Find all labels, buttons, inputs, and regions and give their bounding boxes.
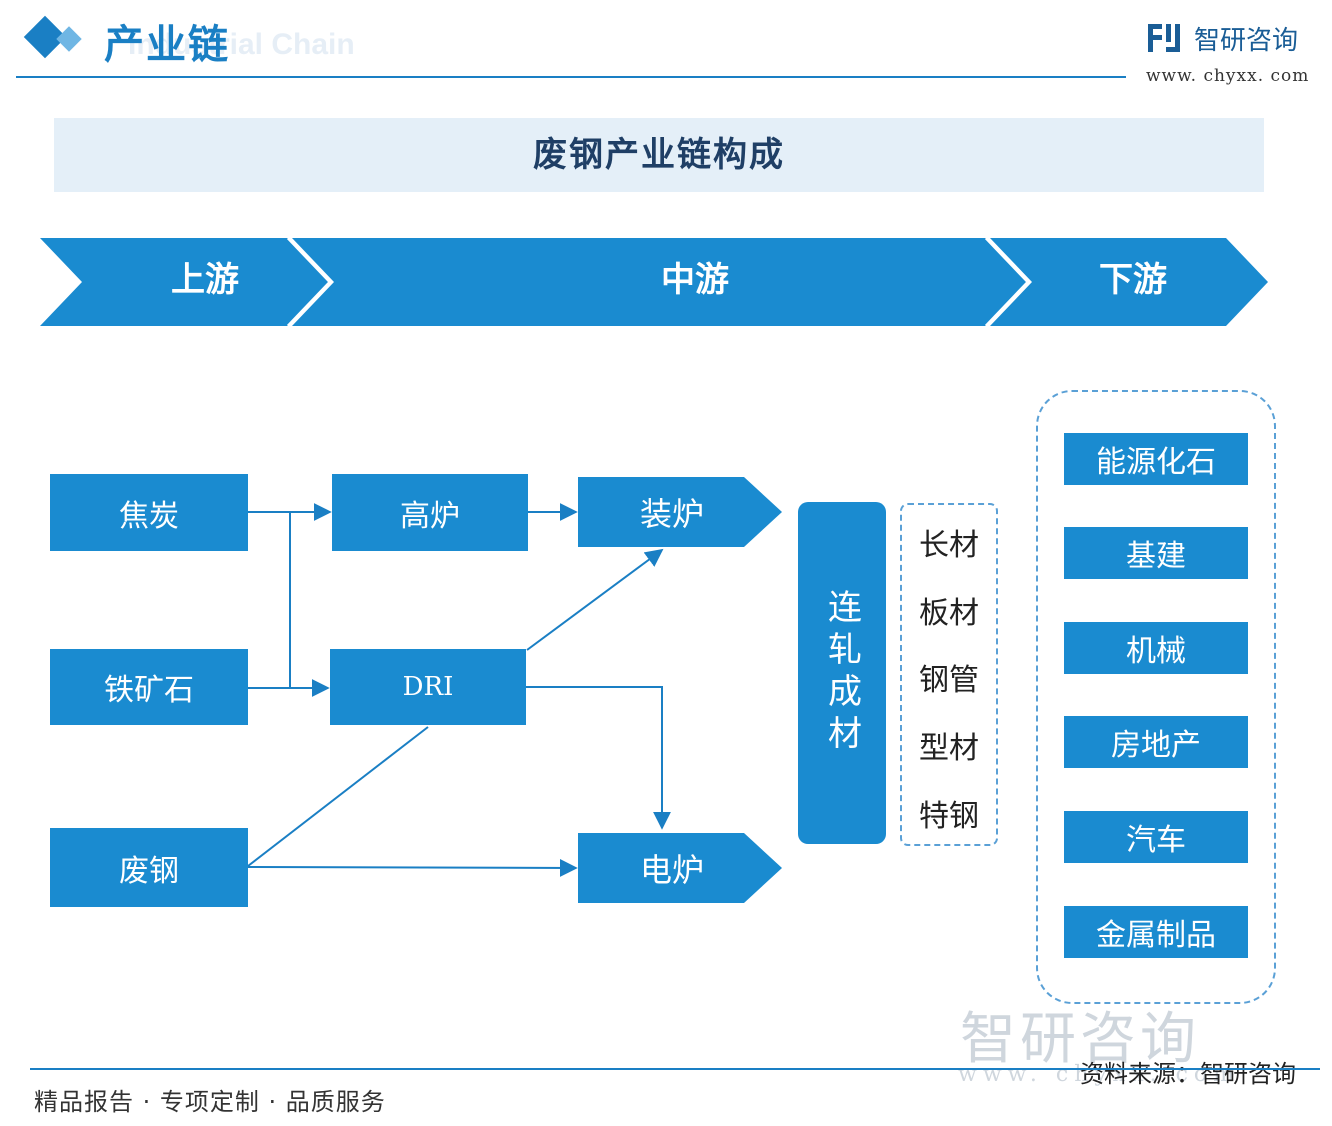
footer-slogan: 精品报告 · 专项定制 · 品质服务 — [34, 1088, 386, 1116]
downstream-automobile: 汽车 — [1064, 811, 1248, 863]
header-divider — [16, 76, 1126, 78]
diagram-title-banner — [54, 118, 1264, 192]
node-charging-furnace: 装炉 — [639, 495, 704, 533]
stage-chevron-upstream — [40, 238, 330, 326]
node-scrap: 废钢 — [50, 828, 248, 907]
electric-furnace-shape — [578, 833, 782, 903]
product-plate: 板材 — [919, 596, 979, 631]
downstream-machinery: 机械 — [1064, 622, 1248, 674]
node-coke: 焦炭 — [50, 474, 248, 551]
charging-furnace-shape — [578, 477, 782, 547]
product-long: 长材 — [919, 528, 979, 563]
edge-scrap-to-dri — [247, 726, 429, 867]
page-subtitle: Industrial Chain — [128, 28, 355, 61]
node-rolling: 连轧成材 — [821, 589, 862, 757]
node-electric-furnace: 电炉 — [639, 851, 704, 889]
downstream-energy: 能源化石 — [1064, 433, 1248, 485]
source-note: 资料来源：智研咨询 — [1080, 1060, 1296, 1088]
stage-chevron-downstream — [990, 238, 1268, 326]
product-section: 型材 — [919, 731, 979, 766]
brand-logo-icon — [1148, 24, 1180, 52]
product-special-steel: 特钢 — [919, 799, 979, 834]
footer-divider — [30, 1068, 1320, 1070]
stage-upstream: 上游 — [171, 260, 239, 300]
edge-dri-to-charging — [526, 548, 664, 651]
downstream-metal-products: 金属制品 — [1064, 906, 1248, 958]
stage-chevron-midstream — [292, 238, 1028, 326]
product-list — [900, 503, 998, 846]
rolling-shape — [798, 502, 886, 844]
edge-scrap-to-electric — [247, 858, 578, 877]
watermark-url: www. chyxx. com — [958, 1062, 1241, 1087]
brand-url: www. chyxx. com — [1146, 66, 1310, 86]
diagram-title: 废钢产业链构成 — [533, 135, 785, 175]
downstream-group — [1036, 390, 1276, 1004]
node-blast-furnace: 高炉 — [332, 474, 528, 551]
page-title: 产业链 — [104, 22, 230, 68]
stage-downstream: 下游 — [1099, 260, 1167, 300]
watermark-brand: 智研咨询 — [960, 1007, 1200, 1072]
brand-name: 智研咨询 — [1194, 26, 1299, 56]
node-dri: DRI — [330, 649, 526, 725]
stage-midstream: 中游 — [661, 260, 729, 300]
downstream-real-estate: 房地产 — [1064, 716, 1248, 768]
node-iron-ore: 铁矿石 — [50, 649, 248, 725]
edge-dri-to-electric — [525, 686, 671, 830]
product-pipe: 钢管 — [919, 663, 979, 698]
downstream-infrastructure: 基建 — [1064, 527, 1248, 579]
